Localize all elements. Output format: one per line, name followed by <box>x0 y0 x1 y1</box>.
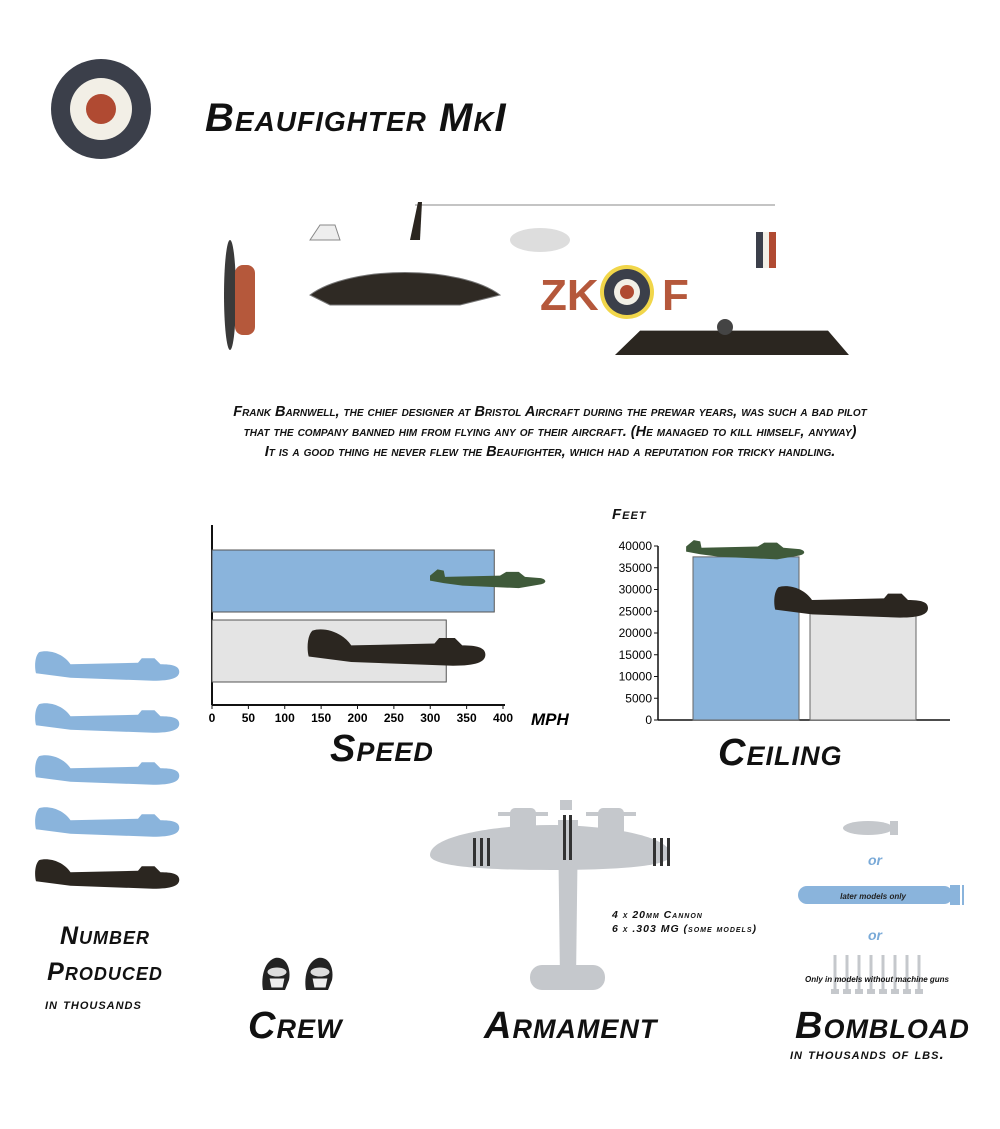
x-tick-label: 50 <box>242 711 256 725</box>
bombload-title: Bombload <box>795 1005 970 1047</box>
rocket <box>905 955 909 993</box>
rockets-note: Only in models without machine guns <box>805 975 950 984</box>
raf-roundel-icon <box>51 59 151 159</box>
plane-silhouette-shape <box>35 755 180 785</box>
bomb-icon <box>843 821 898 835</box>
plane-silhouette-shape <box>35 703 180 733</box>
torpedo-note: later models only <box>840 892 906 901</box>
armament-top-view-illustration <box>430 800 670 990</box>
rocket <box>833 955 837 993</box>
plane-silhouette <box>35 651 180 681</box>
production-plane-icon <box>35 807 180 837</box>
plane-silhouette <box>35 807 180 837</box>
armament-details: 4 x 20mm Cannon 6 x .303 MG (some models… <box>612 908 757 936</box>
face <box>268 977 286 989</box>
rockets-icon <box>831 955 923 994</box>
x-tick-label: 100 <box>275 711 295 725</box>
page-title: Beaufighter MkI <box>205 96 507 140</box>
ceiling-chart-title: Ceiling <box>718 732 843 774</box>
produced-title-line1: Number <box>59 922 151 950</box>
x-tick-label: 150 <box>311 711 331 725</box>
production-icons <box>33 645 188 905</box>
ceiling-axis-label: Feet <box>612 506 647 523</box>
y-tick-label: 30000 <box>619 583 653 597</box>
plane-silhouette <box>35 859 180 889</box>
production-plane-icon <box>35 703 180 733</box>
code-letters-left: ZK <box>540 271 599 320</box>
x-tick-label: 0 <box>209 711 216 725</box>
y-tick-label: 25000 <box>619 604 653 618</box>
or-label-2: or <box>868 927 884 943</box>
crew-icons <box>255 952 341 997</box>
production-plane-icon <box>35 859 180 889</box>
production-plane-icon <box>35 755 180 785</box>
beaufighter-profile-illustration: ZK F <box>224 202 870 355</box>
armament-cannon: 4 x 20mm Cannon <box>612 909 703 921</box>
x-tick-label: 200 <box>347 711 367 725</box>
rocket <box>857 955 861 993</box>
blurb-line: that the company banned him from flying … <box>243 424 857 440</box>
produced-subtitle: in thousands <box>45 996 142 1013</box>
produced-title: Number Produced <box>30 918 180 990</box>
rocket-fin <box>903 989 911 994</box>
y-tick-label: 20000 <box>619 626 653 640</box>
rocket-fin <box>843 989 851 994</box>
rocket-fin <box>855 989 863 994</box>
history-blurb: Frank Barnwell, the chief designer at Br… <box>120 402 980 462</box>
plane-silhouette <box>35 703 180 733</box>
pilot-head-icon <box>262 957 290 990</box>
x-tick-label: 400 <box>493 711 513 725</box>
plane-silhouette-shape <box>35 807 180 837</box>
rocket-fin <box>879 989 887 994</box>
ceiling-chart: 40000 35000 30000 25000 20000 15000 10000 5000 0 <box>619 539 950 727</box>
speed-chart: 0 50 100 150 200 250 300 350 400 MPH <box>209 525 570 725</box>
y-tick-label: 35000 <box>619 561 653 575</box>
rocket <box>845 955 849 993</box>
goggles <box>266 966 288 978</box>
bombload-subtitle: in thousands of lbs. <box>790 1046 945 1063</box>
y-tick-label: 0 <box>645 713 652 727</box>
rocket-fin <box>831 989 839 994</box>
rocket <box>869 955 873 993</box>
ceiling-bar-beaufighter <box>809 606 917 721</box>
plane-silhouette-shape <box>35 651 180 681</box>
or-label-1: or <box>868 852 884 868</box>
y-tick-label: 40000 <box>619 539 653 553</box>
x-axis-label: MPH <box>531 710 570 725</box>
y-tick-label: 5000 <box>625 691 652 705</box>
ceiling-bar-bf109 <box>692 556 800 721</box>
rocket-fin <box>891 989 899 994</box>
x-tick-label: 300 <box>420 711 440 725</box>
rocket <box>917 955 921 993</box>
rocket-fin <box>915 989 923 994</box>
bombload-illustration: or later models only or Only in models w… <box>798 821 964 994</box>
armament-mg: 6 x .303 MG (some models) <box>612 923 757 935</box>
rocket-fin <box>867 989 875 994</box>
plane-silhouette-shape <box>35 859 180 889</box>
plane-silhouette <box>35 755 180 785</box>
x-tick-label: 350 <box>457 711 477 725</box>
rocket <box>893 955 897 993</box>
x-tick-label: 250 <box>384 711 404 725</box>
code-letters-right: F <box>662 271 689 320</box>
production-plane-icon <box>35 651 180 681</box>
blurb-line: It is a good thing he never flew the Bea… <box>264 444 836 460</box>
face <box>311 977 329 989</box>
torpedo-icon <box>798 885 964 905</box>
crew-title: Crew <box>248 1005 343 1047</box>
goggles <box>309 966 331 978</box>
produced-title-line2: Produced <box>47 958 163 986</box>
y-tick-label: 15000 <box>619 648 653 662</box>
armament-title: Armament <box>484 1005 658 1047</box>
speed-chart-title: Speed <box>330 728 434 770</box>
blurb-line: Frank Barnwell, the chief designer at Br… <box>233 404 867 420</box>
rocket <box>881 955 885 993</box>
pilot-head-icon <box>305 957 333 990</box>
y-tick-label: 10000 <box>619 670 653 684</box>
